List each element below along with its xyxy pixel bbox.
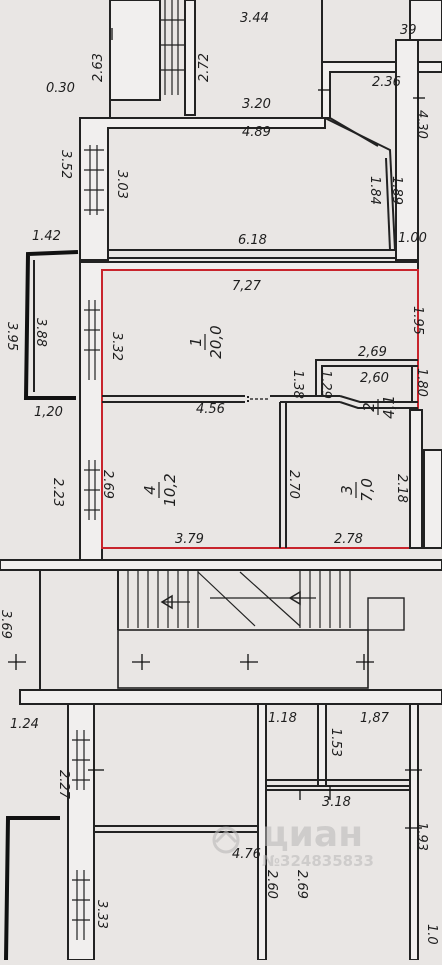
dim-2-70: 2.70 xyxy=(286,470,301,499)
dim-2-36: 2.36 xyxy=(372,75,401,90)
dim-1-80: 1.80 xyxy=(414,368,429,397)
watermark-brand: циан xyxy=(262,814,363,855)
dim-1-38: 1.38 xyxy=(290,370,305,399)
dim-3-79: 3.79 xyxy=(175,532,204,547)
stair-arrow-left-icon xyxy=(160,594,190,610)
dim-1-0: 1.0 xyxy=(424,924,439,945)
dim-2-27: 2.27 xyxy=(56,770,71,800)
dim-3-52: 3.52 xyxy=(58,150,73,179)
room-3-label: 3 7,0 xyxy=(338,478,376,502)
dim-1-20: 1,20 xyxy=(34,405,63,420)
room-4-area: 10,2 xyxy=(161,473,179,506)
stair-arrow-right-icon xyxy=(288,590,316,606)
dim-1-53: 1.53 xyxy=(328,728,343,757)
dim-2-60: 2,60 xyxy=(360,371,389,386)
dim-6-18: 6.18 xyxy=(238,233,267,248)
dim-0-30: 0.30 xyxy=(46,81,75,96)
dim-2-63: 2.63 xyxy=(91,53,106,82)
room-3-number: 3 xyxy=(338,485,356,495)
dim-1-29: 1.29 xyxy=(318,370,333,399)
room-2-number: 2 xyxy=(360,402,378,412)
dim-3-32: 3.32 xyxy=(109,332,124,361)
watermark: циан №324835833 xyxy=(212,814,374,870)
stair-steps xyxy=(127,570,405,631)
dim-2-69-b: 2.69 xyxy=(294,870,309,899)
room-1-number: 1 xyxy=(187,337,205,347)
dim-2-69-left: 2.69 xyxy=(100,470,115,499)
stairwell xyxy=(0,559,442,705)
dim-4-56: 4.56 xyxy=(196,402,225,417)
dim-4-76: 4.76 xyxy=(232,847,261,862)
dim-4-30: 4.30 xyxy=(414,110,429,139)
dim-1-84: 1.84 xyxy=(367,176,382,205)
window-hatch xyxy=(84,145,104,215)
room-1-area: 20,0 xyxy=(207,325,225,358)
dim-3-33: 3.33 xyxy=(94,900,109,929)
dim-39: 39 xyxy=(400,23,417,38)
dim-3-95: 3.95 xyxy=(4,322,19,351)
cian-house-icon xyxy=(212,826,240,854)
dim-1-95: 1.95 xyxy=(410,306,425,335)
dim-1-89: 1.89 xyxy=(389,176,404,205)
window-hatch xyxy=(72,730,90,940)
dim-1-00: 1.00 xyxy=(398,231,427,246)
watermark-number: №324835833 xyxy=(262,852,374,870)
dim-2-60-b: 2.60 xyxy=(264,870,279,899)
dim-2-72: 2.72 xyxy=(197,53,212,82)
apartment-outline xyxy=(79,261,442,561)
dim-4-89: 4.89 xyxy=(242,125,271,140)
dim-2-69-top: 2,69 xyxy=(358,345,387,360)
room-1-label: 1 20,0 xyxy=(187,325,225,358)
dim-1-42: 1.42 xyxy=(32,229,61,244)
room-2-label: 2 4,1 xyxy=(360,395,398,419)
dim-3-18: 3.18 xyxy=(322,795,351,810)
dim-3-88: 3.88 xyxy=(33,318,48,347)
upper-apartment xyxy=(109,0,442,119)
dim-2-23: 2.23 xyxy=(50,478,65,507)
dim-3-03: 3.03 xyxy=(114,170,129,199)
dim-3-69: 3.69 xyxy=(0,610,13,639)
balcony xyxy=(23,250,79,400)
dim-1-24: 1.24 xyxy=(10,717,39,732)
room-2-area: 4,1 xyxy=(380,395,398,419)
window-hatch xyxy=(160,0,185,95)
room-4-number: 4 xyxy=(141,485,159,495)
neighbour-room xyxy=(79,39,425,261)
room-3-area: 7,0 xyxy=(358,478,376,502)
window-hatch xyxy=(84,300,100,520)
room-4-label: 4 10,2 xyxy=(141,473,179,506)
dim-1-93: 1.93 xyxy=(414,822,429,851)
dim-7-27: 7,27 xyxy=(232,279,262,294)
dim-1-87: 1,87 xyxy=(360,711,390,726)
lower-apartments xyxy=(4,703,422,961)
dim-1-18: 1.18 xyxy=(268,711,297,726)
dim-3-44: 3.44 xyxy=(240,11,269,26)
dim-3-20: 3.20 xyxy=(242,97,271,112)
dim-2-18: 2.18 xyxy=(394,474,409,503)
dim-2-78: 2.78 xyxy=(334,532,363,547)
